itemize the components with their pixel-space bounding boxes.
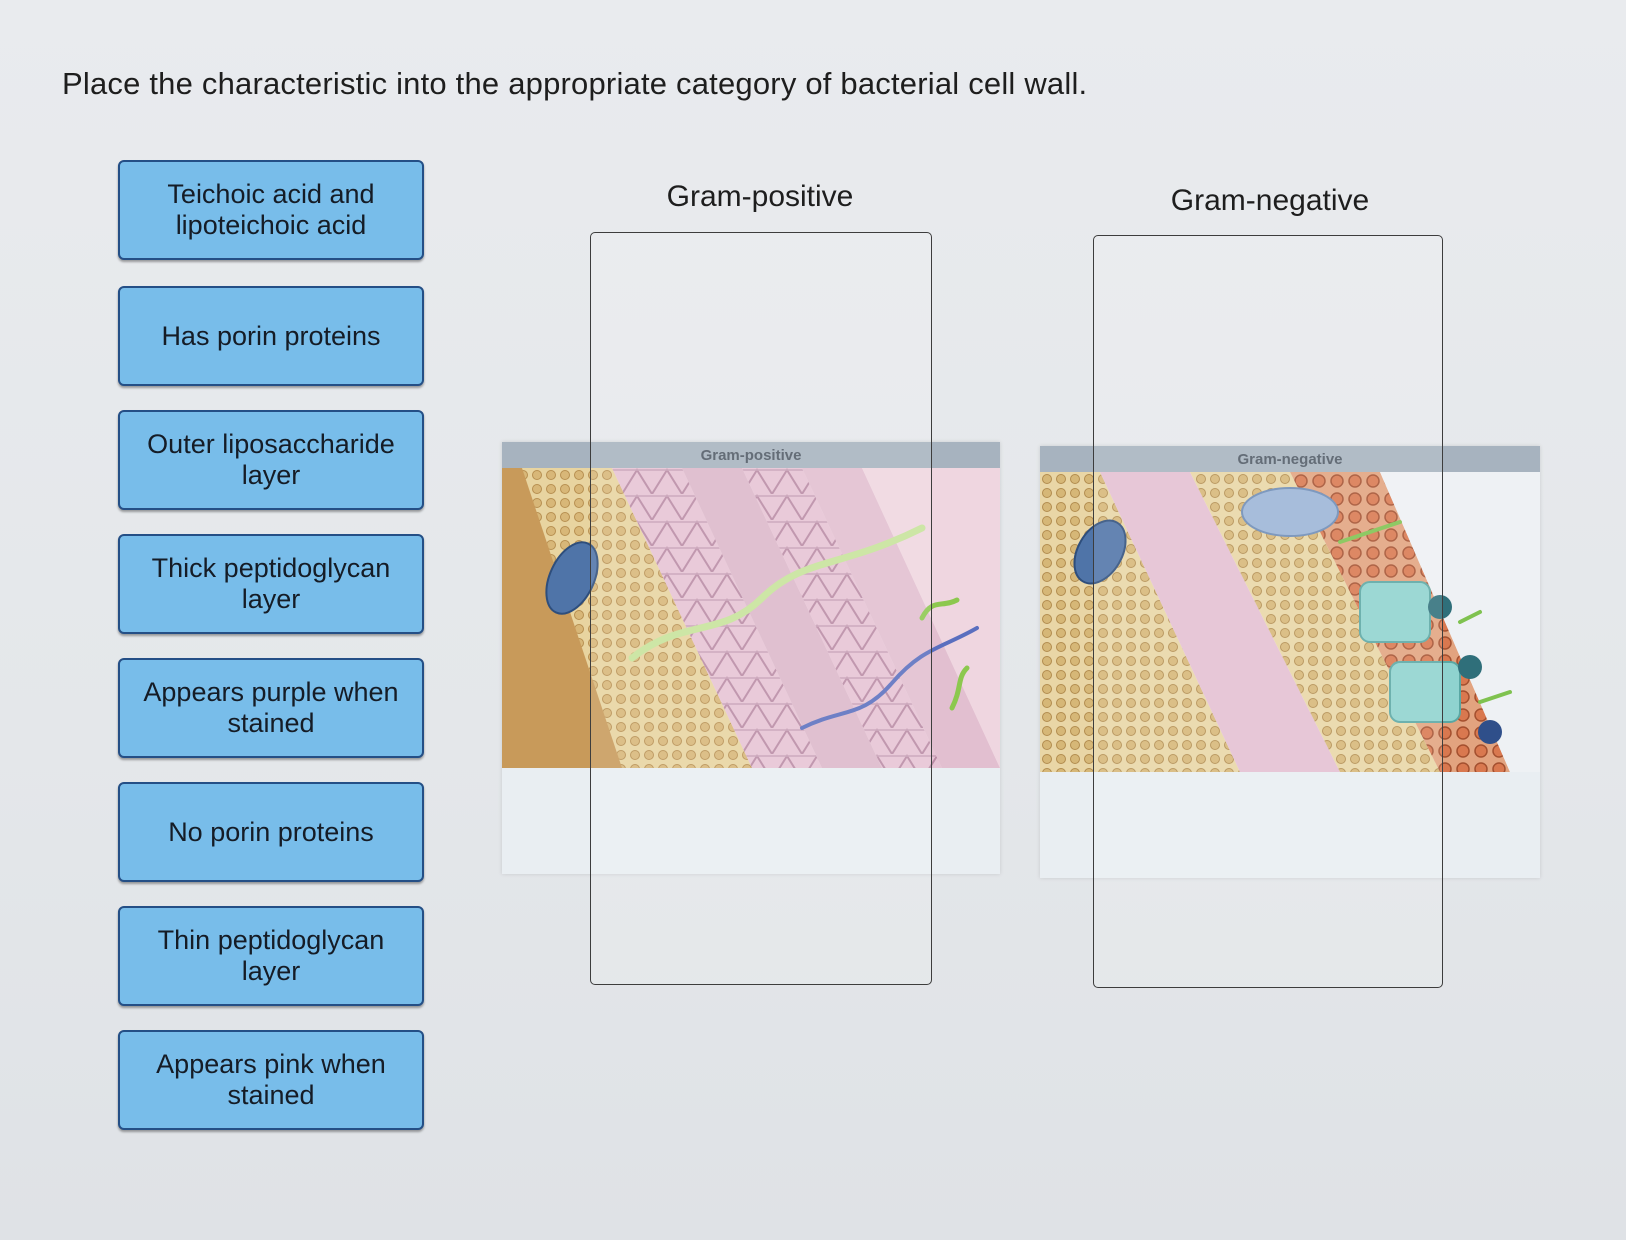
gram-positive-dropzone[interactable] [590,232,932,985]
gram-negative-dropzone[interactable] [1093,235,1443,988]
card-outer-liposaccharide-layer[interactable]: Outer liposaccharide layer [118,410,424,510]
gram-positive-illustration: Gram-positive [502,442,1000,874]
card-teichoic-acid[interactable]: Teichoic acid and lipoteichoic acid [118,160,424,260]
instruction-text: Place the characteristic into the approp… [62,66,1088,101]
card-thick-peptidoglycan-layer[interactable]: Thick peptidoglycan layer [118,534,424,634]
gram-negative-figure-label: Gram-negative [1040,446,1540,472]
card-no-porin-proteins[interactable]: No porin proteins [118,782,424,882]
gram-positive-figure-label: Gram-positive [502,442,1000,468]
gram-negative-illustration: Gram-negative [1040,446,1540,878]
card-thin-peptidoglycan-layer[interactable]: Thin peptidoglycan layer [118,906,424,1006]
gram-negative-title: Gram-negative [1170,184,1370,217]
gram-positive-title: Gram-positive [666,180,854,213]
card-appears-purple[interactable]: Appears purple when stained [118,658,424,758]
gram-positive-cell-wall-art [502,468,1000,768]
card-appears-pink[interactable]: Appears pink when stained [118,1030,424,1130]
card-has-porin-proteins[interactable]: Has porin proteins [118,286,424,386]
gram-negative-cell-wall-art [1040,472,1540,772]
